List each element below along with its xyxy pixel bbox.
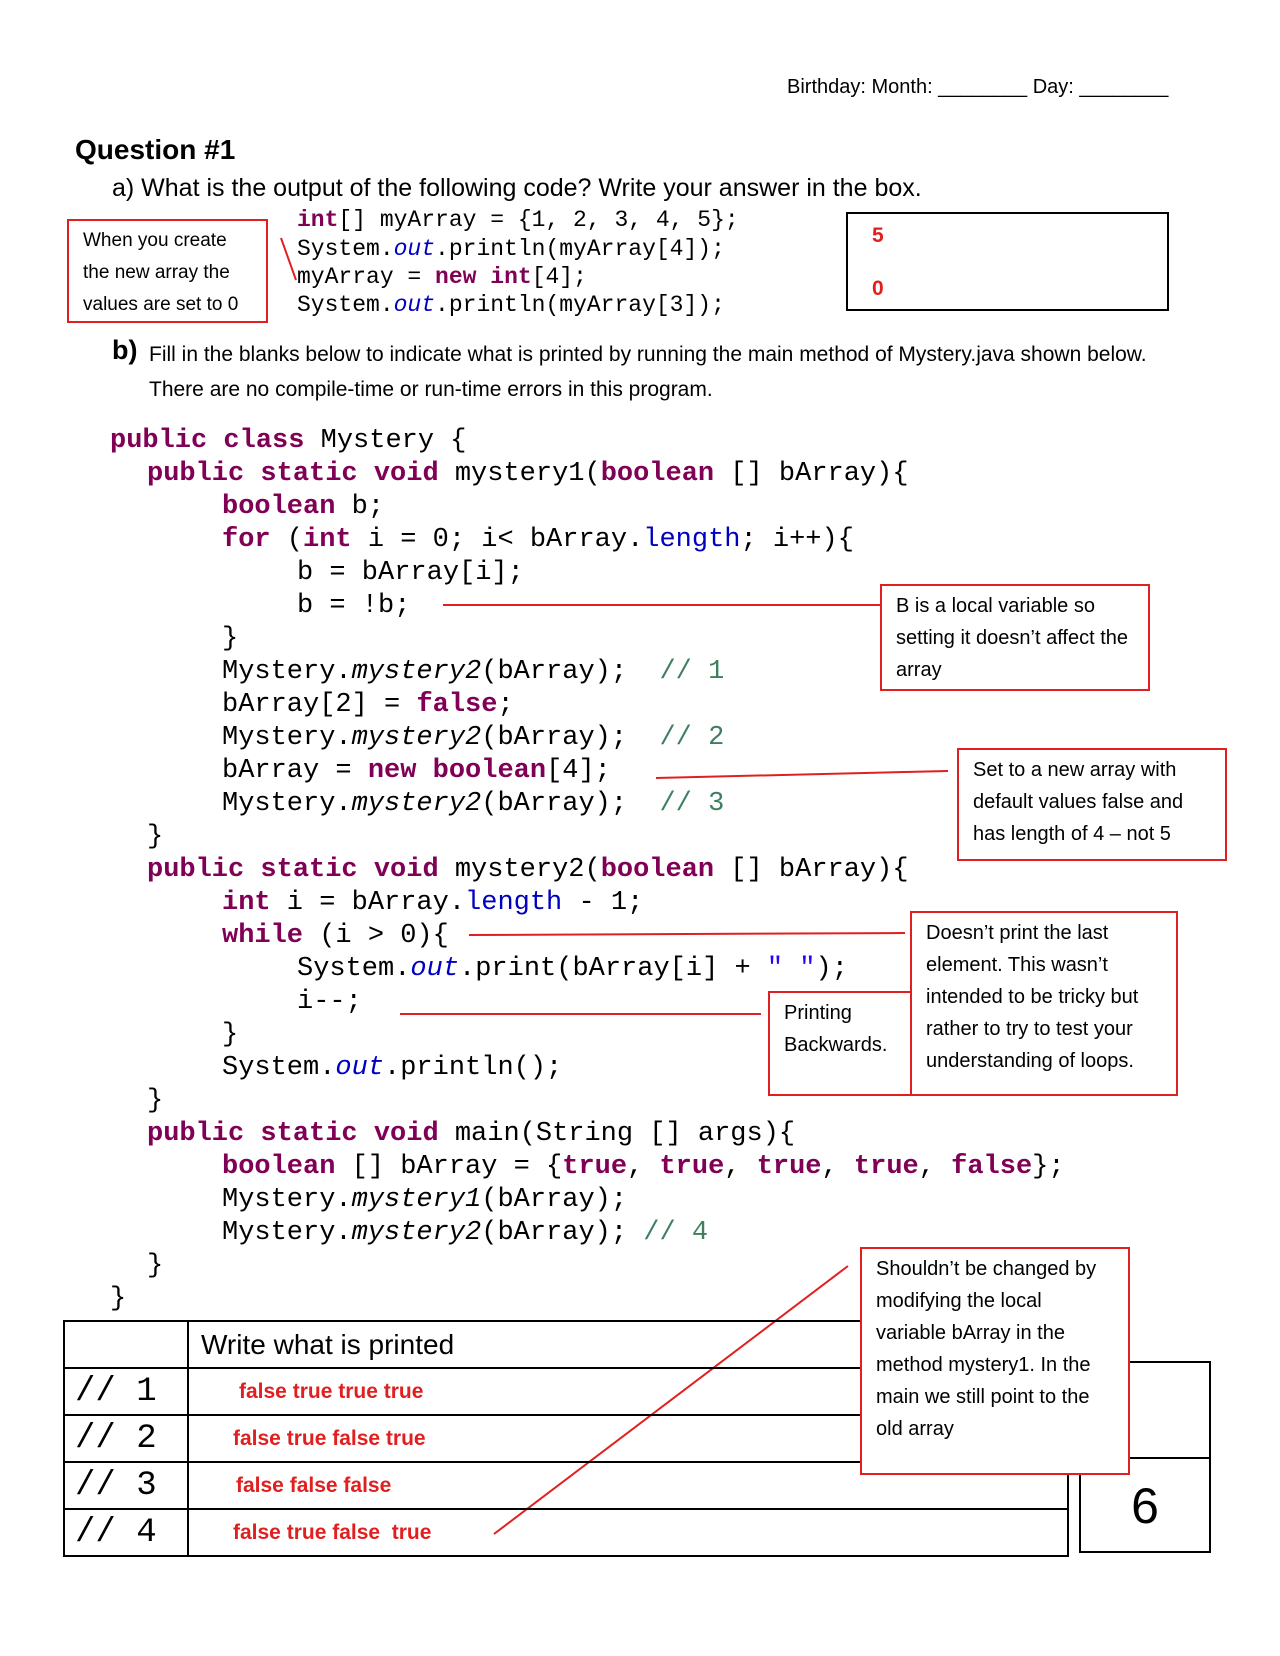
- code-line: Mystery.mystery2(bArray); // 2: [222, 723, 725, 753]
- answer-text: false false false: [236, 1473, 392, 1497]
- note-text: Set to a new array with default values f…: [973, 759, 1184, 845]
- answer-a-2: 0: [872, 277, 884, 300]
- answer-cell[interactable]: false true false true: [187, 1508, 1069, 1557]
- code-line: }: [147, 1251, 164, 1281]
- note-text: Shouldn’t be changed by modifying the lo…: [876, 1258, 1097, 1440]
- results-table: Write what is printed // 1 false true tr…: [63, 1320, 1069, 1557]
- code-line: int i = bArray.length - 1;: [222, 888, 644, 918]
- code-line: System.out.println(myArray[3]);: [297, 292, 725, 318]
- code-line: int[] myArray = {1, 2, 3, 4, 5};: [297, 207, 739, 233]
- row-label: // 2: [63, 1414, 189, 1463]
- code-line: Mystery.mystery2(bArray); // 3: [222, 789, 725, 819]
- note-new-array: Set to a new array with default values f…: [957, 748, 1227, 861]
- code-line: System.out.print(bArray[i] + " ");: [297, 954, 848, 984]
- row-label: // 1: [63, 1367, 189, 1416]
- note-old-array: Shouldn’t be changed by modifying the lo…: [860, 1247, 1130, 1475]
- note-text: Doesn’t print the last element. This was…: [926, 922, 1139, 1072]
- answer-a-1: 5: [872, 224, 884, 247]
- code-line: }: [222, 1020, 239, 1050]
- code-line: Mystery.mystery2(bArray); // 1: [222, 657, 725, 687]
- code-line: boolean b;: [222, 492, 385, 522]
- score-value: 6: [1131, 1478, 1159, 1534]
- part-b-label: b): [112, 335, 138, 365]
- answer-text: false true true true: [239, 1379, 424, 1403]
- answer-text: false true false true: [233, 1520, 432, 1544]
- part-b-prompt: Fill in the blanks below to indicate wha…: [149, 343, 1147, 401]
- table-row: // 4 false true false true: [63, 1508, 1069, 1557]
- birthday-line: Birthday: Month: ________ Day: ________: [787, 76, 1169, 98]
- code-line: Mystery.mystery2(bArray); // 4: [222, 1218, 709, 1248]
- note-last-element: Doesn’t print the last element. This was…: [910, 911, 1178, 1096]
- row-label: // 3: [63, 1461, 189, 1510]
- code-line: public static void mystery2(boolean [] b…: [147, 855, 909, 885]
- answer-text: false true false true: [233, 1426, 426, 1450]
- note-text: B is a local variable so setting it does…: [896, 595, 1129, 681]
- code-line: }: [110, 1284, 127, 1314]
- code-line: b = !b;: [297, 591, 411, 621]
- question-title: Question #1: [75, 134, 236, 165]
- row-label: // 4: [63, 1508, 189, 1557]
- code-line: public class Mystery {: [110, 426, 467, 456]
- code-line: bArray[2] = false;: [222, 690, 514, 720]
- score-divider: [1081, 1457, 1209, 1459]
- code-line: i--;: [297, 987, 362, 1017]
- code-line: b = bArray[i];: [297, 558, 524, 588]
- code-line: public static void mystery1(boolean [] b…: [147, 459, 909, 489]
- code-line: for (int i = 0; i< bArray.length; i++){: [222, 525, 854, 555]
- code-line: }: [147, 822, 164, 852]
- code-line: boolean [] bArray = {true, true, true, t…: [222, 1152, 1065, 1182]
- code-line: myArray = new int[4];: [297, 264, 587, 290]
- part-a-prompt: a) What is the output of the following c…: [112, 174, 922, 202]
- note-backwards: Printing Backwards.: [768, 991, 912, 1096]
- table-corner-cell: [63, 1320, 189, 1369]
- code-line: }: [147, 1086, 164, 1116]
- code-line: }: [222, 624, 239, 654]
- code-line: bArray = new boolean[4];: [222, 756, 611, 786]
- note-array-default: When you create the new array the values…: [67, 219, 268, 323]
- code-line: System.out.println(myArray[4]);: [297, 236, 725, 262]
- code-line: public static void main(String [] args){: [147, 1119, 796, 1149]
- code-line: while (i > 0){: [222, 921, 449, 951]
- code-line: System.out.println();: [222, 1053, 563, 1083]
- note-text: Printing Backwards.: [784, 1002, 888, 1056]
- code-line: Mystery.mystery1(bArray);: [222, 1185, 628, 1215]
- answer-box-a: 5 0: [846, 212, 1169, 311]
- note-local-variable: B is a local variable so setting it does…: [880, 584, 1150, 691]
- note-text: When you create the new array the values…: [83, 230, 239, 315]
